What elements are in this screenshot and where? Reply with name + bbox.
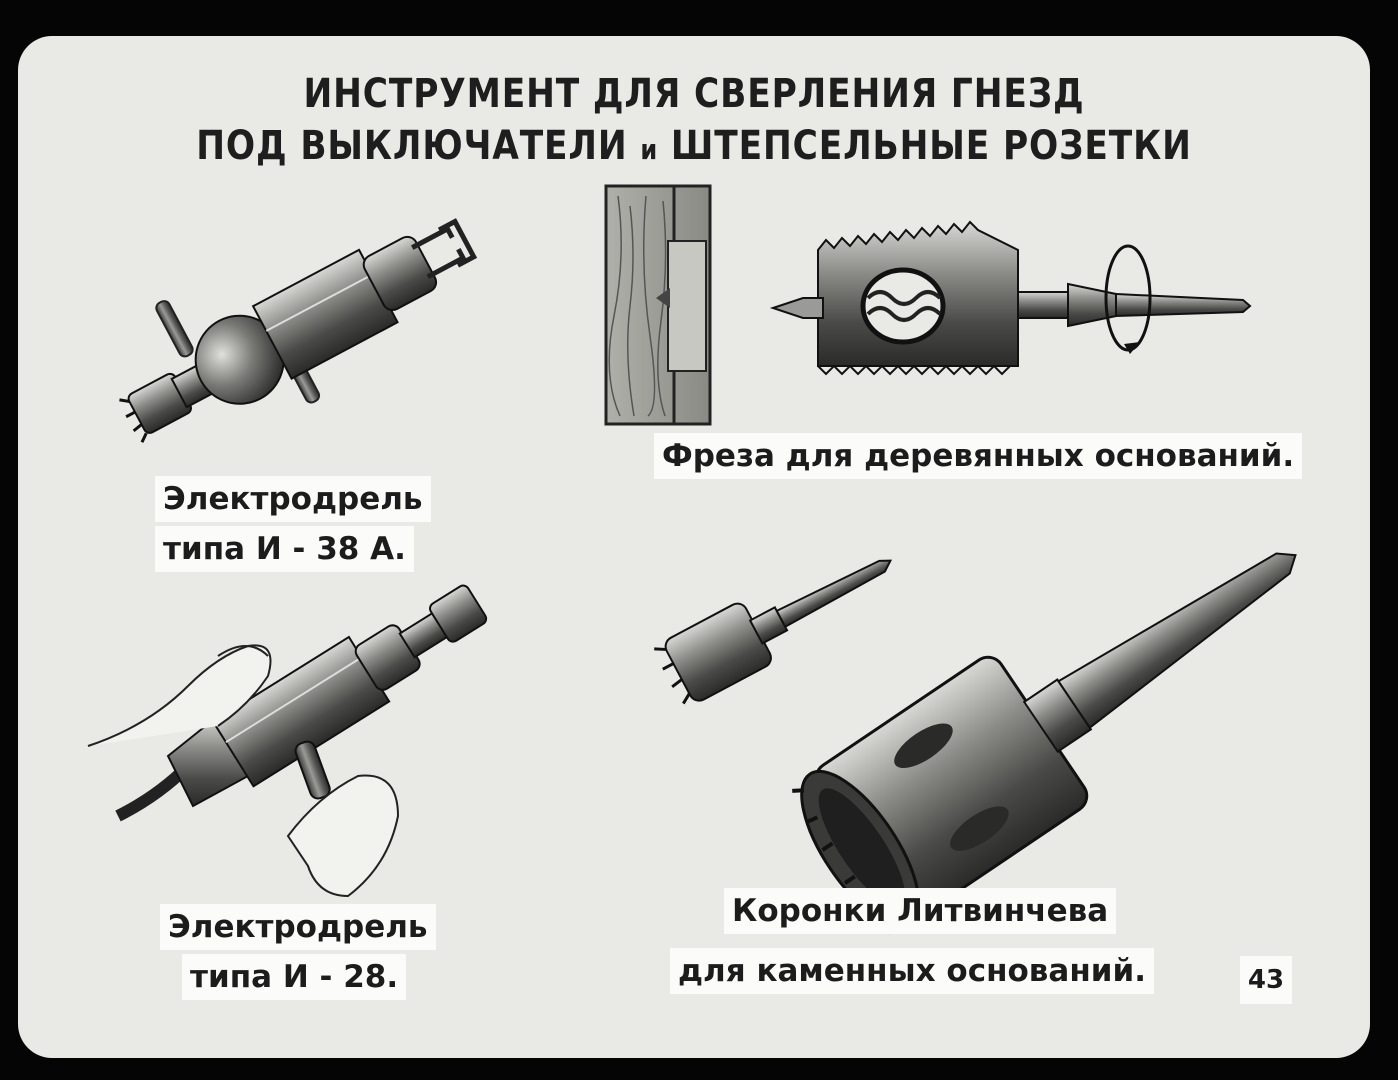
caption-crowns-line1: Коронки Литвинчева <box>724 888 1117 934</box>
page-number: 43 <box>1240 956 1292 1004</box>
title-line-1: ИНСТРУМЕНТ ДЛЯ СВЕРЛЕНИЯ ГНЕЗД <box>303 71 1085 117</box>
title-line-2: ПОД ВЫКЛЮЧАТЕЛИ и ШТЕПСЕЛЬНЫЕ РОЗЕТКИ <box>196 123 1192 169</box>
caption-drill-i28-line2: типа И - 28. <box>182 954 407 1000</box>
caption-wood-cutter: Фреза для деревянных оснований. <box>654 433 1303 479</box>
slide-frame: ИНСТРУМЕНТ ДЛЯ СВЕРЛЕНИЯ ГНЕЗД ПОД ВЫКЛЮ… <box>18 36 1370 1058</box>
slide-title: ИНСТРУМЕНТ ДЛЯ СВЕРЛЕНИЯ ГНЕЗД ПОД ВЫКЛЮ… <box>113 68 1276 176</box>
caption-crowns-line2: для каменных оснований. <box>670 948 1154 994</box>
caption-drill-i38a-line1: Электродрель <box>155 476 431 522</box>
caption-drill-i28-line1: Электродрель <box>160 904 436 950</box>
drill-i38a-illustration <box>119 218 478 443</box>
caption-drill-i38a-line2: типа И - 38 А. <box>155 526 414 572</box>
drill-i28-illustration <box>87 584 488 898</box>
illustrations <box>87 184 1297 935</box>
wood-cutter-illustration <box>604 184 1252 426</box>
stone-crown-illustration <box>654 552 1297 935</box>
